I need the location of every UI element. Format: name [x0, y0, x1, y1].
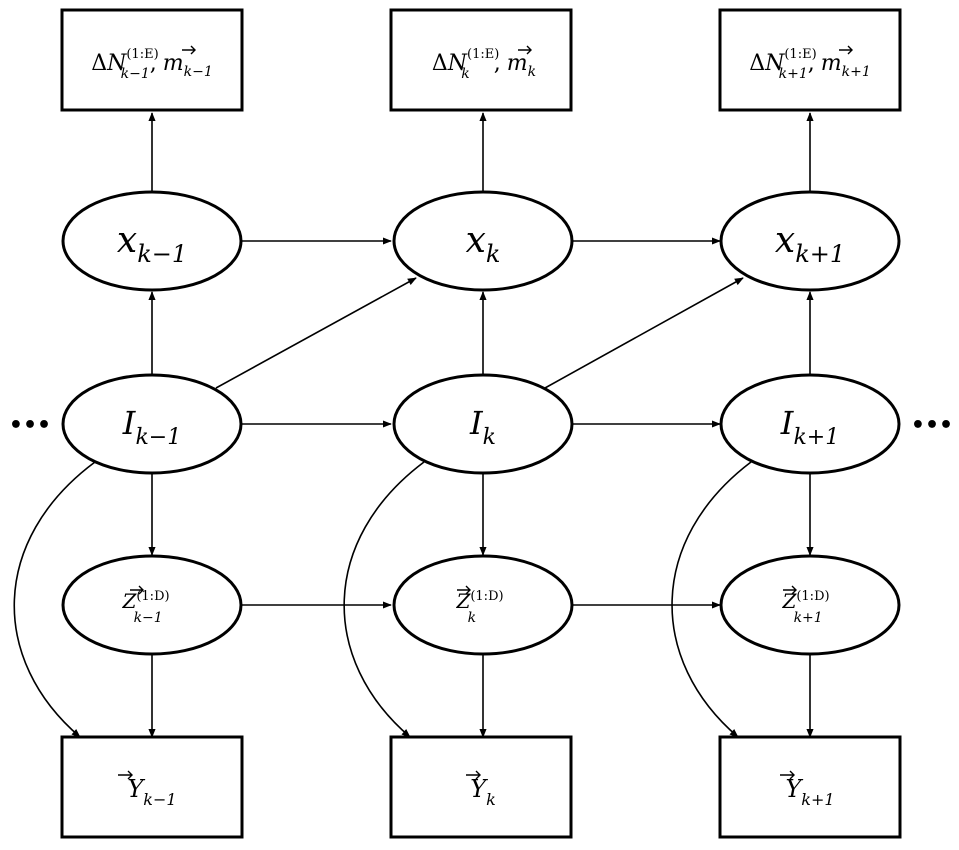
Z-node-k: Z(1:D)k — [392, 554, 574, 656]
vector-arrow-icon — [466, 770, 481, 780]
observation-node-k-plus-1: ΔN(1:E)k+1,mk+1 — [718, 8, 902, 112]
I-label: Ik — [469, 404, 496, 450]
Z-label: Z(1:D)k — [455, 589, 503, 626]
Y-label: Yk−1 — [127, 775, 176, 809]
I-node-k-minus-1: Ik−1 — [61, 373, 243, 475]
I-node-k-plus-1: Ik+1 — [719, 373, 901, 475]
vector-arrow-icon — [182, 45, 196, 55]
x-label: xk — [466, 220, 501, 268]
vector-arrow-icon — [130, 585, 144, 595]
observation-node-k-minus-1: ΔN(1:E)k−1,mk−1 — [60, 8, 244, 112]
x-label: xk−1 — [117, 220, 187, 268]
continuation-dots-right: ••• — [911, 413, 953, 438]
vector-arrow-icon — [118, 770, 133, 780]
Y-node-k: Yk — [389, 735, 573, 839]
Y-node-k-minus-1: Yk−1 — [60, 735, 244, 839]
observation-label: ΔN(1:E)k+1,mk+1 — [749, 47, 871, 82]
I-label: Ik−1 — [122, 404, 181, 450]
Z-label: Z(1:D)k+1 — [781, 589, 829, 626]
I-label: Ik+1 — [780, 404, 839, 450]
edge-I-k-to-x-kp1 — [544, 277, 744, 389]
edges — [13, 112, 814, 738]
column-k-plus-1: ΔN(1:E)k+1,mk+1 xk+1 Ik+1 Z(1:D)k+1 Yk+1 — [718, 8, 902, 839]
vector-arrow-icon — [780, 770, 795, 780]
edge-I-km1-to-x-k — [215, 277, 417, 389]
I-node-k: Ik — [392, 373, 574, 475]
x-node-k: xk — [392, 190, 574, 292]
x-node-k-plus-1: xk+1 — [719, 190, 901, 292]
Z-label: Z(1:D)k−1 — [121, 589, 169, 626]
observation-label: ΔN(1:E)k−1,mk−1 — [91, 47, 213, 82]
Y-label: Yk+1 — [785, 775, 834, 809]
vector-arrow-icon — [783, 585, 797, 595]
vector-arrow-icon — [518, 45, 532, 55]
edge-I-km1-to-Y-km1 — [13, 461, 96, 738]
vector-arrow-icon — [457, 585, 471, 595]
x-node-k-minus-1: xk−1 — [61, 190, 243, 292]
Z-node-k-minus-1: Z(1:D)k−1 — [61, 554, 243, 656]
observation-node-k: ΔN(1:E)k,mk — [389, 8, 573, 112]
x-label: xk+1 — [775, 220, 845, 268]
column-k-minus-1: ΔN(1:E)k−1,mk−1 xk−1 Ik−1 Z(1:D)k−1 Yk−1 — [60, 8, 244, 839]
column-k: ΔN(1:E)k,mk xk Ik Z(1:D)k Yk — [389, 8, 574, 839]
edge-I-kp1-to-Y-kp1 — [671, 461, 752, 738]
Y-node-k-plus-1: Yk+1 — [718, 735, 902, 839]
observation-label: ΔN(1:E)k,mk — [432, 47, 536, 82]
vector-arrow-icon — [839, 45, 853, 55]
continuation-dots-left: ••• — [9, 413, 51, 438]
Z-node-k-plus-1: Z(1:D)k+1 — [719, 554, 901, 656]
Y-label: Yk — [470, 775, 496, 809]
edge-I-k-to-Y-k — [343, 461, 425, 738]
